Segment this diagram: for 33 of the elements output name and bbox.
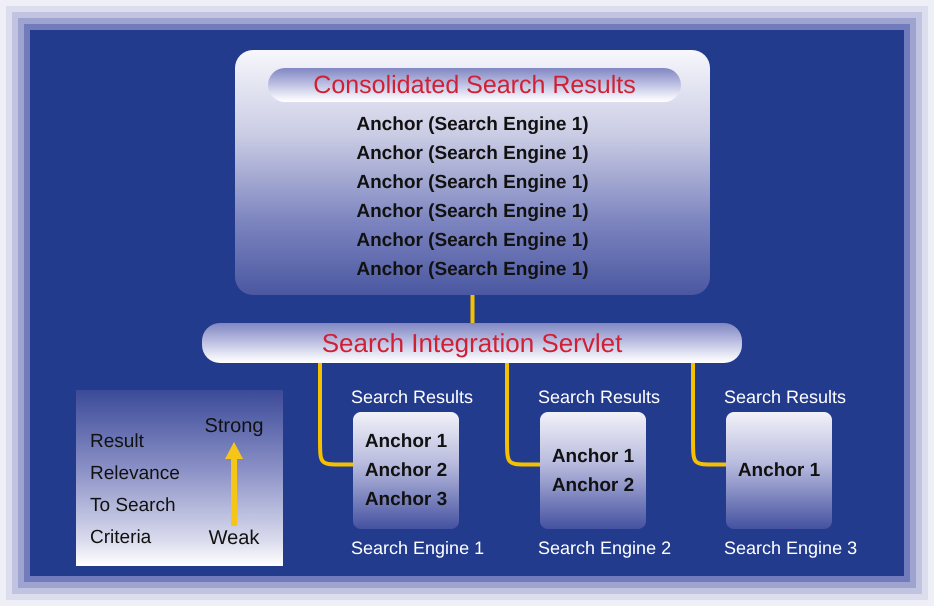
connector: [470, 295, 474, 323]
result-entry: Anchor (Search Engine 1): [355, 171, 590, 195]
results-panel: [235, 50, 710, 295]
card-caption: Search Engine 2: [538, 537, 672, 560]
panel-heading: Consolidated Search Results: [268, 68, 681, 102]
bar-label: Search Integration Servlet: [322, 328, 622, 358]
connector: [505, 363, 540, 466]
result-entry: Anchor (Search Engine 1): [355, 142, 590, 166]
result-card: [353, 412, 459, 529]
result-entry: Anchor 1: [364, 430, 448, 454]
result-entry: Anchor 2: [552, 474, 634, 498]
result-entry: Anchor 1: [738, 459, 820, 483]
result-entry: Anchor (Search Engine 1): [355, 229, 590, 253]
result-entry: Anchor 3: [364, 488, 448, 512]
servlet-bar: [202, 323, 742, 363]
card-heading: Search Results: [538, 386, 662, 409]
legend-text: Result Relevance To Search Criteria: [90, 430, 181, 550]
result-entry: Anchor (Search Engine 1): [355, 200, 590, 224]
card-heading: Search Results: [724, 386, 848, 409]
result-card: [540, 412, 646, 529]
result-entry: Anchor (Search Engine 1): [355, 258, 590, 282]
scale-label: Strong: [204, 414, 264, 438]
result-card: [726, 412, 832, 529]
card-caption: Search Engine 1: [351, 537, 486, 560]
result-entry: Anchor (Search Engine 1): [355, 113, 590, 137]
card-caption: Search Engine 3: [724, 537, 858, 560]
card-heading: Search Results: [351, 386, 474, 409]
connector: [691, 363, 726, 466]
result-entry: Anchor 1: [552, 444, 634, 468]
scale-label: Weak: [208, 526, 260, 550]
result-entry: Anchor 2: [364, 459, 448, 483]
legend-panel: [76, 390, 283, 566]
connector: [318, 363, 353, 466]
